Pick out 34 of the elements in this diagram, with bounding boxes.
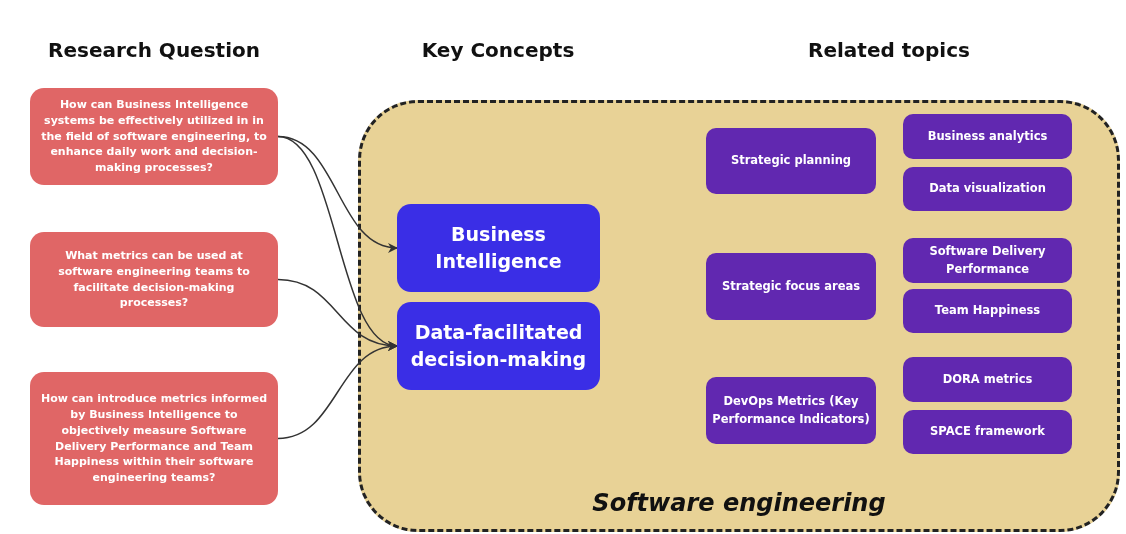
topic-box (903, 167, 1072, 211)
topic-box (903, 410, 1072, 454)
question-box (30, 232, 278, 327)
box-text: DORA metrics (942, 370, 1033, 388)
topic-box (706, 253, 876, 320)
topic-box (903, 238, 1072, 283)
box-text: Software Delivery Performance (928, 243, 1047, 278)
container-title: Software engineering (591, 489, 887, 517)
topic-box (903, 114, 1072, 159)
concept-box (397, 204, 600, 292)
column-heading: Related topics (808, 38, 970, 62)
arrow (277, 342, 398, 440)
box-text: Data-facilitated decision-making (409, 320, 588, 372)
box-text: Business analytics (927, 127, 1048, 145)
topic-box (903, 289, 1072, 333)
box-text: Team Happiness (934, 302, 1041, 320)
column-heading: Research Question (48, 38, 260, 62)
box-text: Strategic planning (730, 152, 852, 170)
box-text: What metrics can be used at software engineering teams to facilitate decision-making processes? (57, 247, 251, 312)
topic-box (706, 128, 876, 194)
concept-box (397, 302, 600, 390)
topic-box (706, 377, 876, 444)
question-box (30, 372, 278, 505)
box-text: DevOps Metrics (Key Performance Indicators) (712, 393, 870, 428)
topic-box (903, 357, 1072, 402)
box-text: Business Intelligence (434, 222, 563, 274)
box-text: Data visualization (929, 180, 1046, 198)
box-text: SPACE framework (930, 423, 1045, 441)
column-heading: Key Concepts (421, 38, 575, 62)
question-box (30, 88, 278, 185)
box-text: Strategic focus areas (721, 277, 861, 295)
domain-container (358, 100, 1120, 532)
box-text: How can Business Intelligence systems be effectively utilized in in the field of software engineering, to enhance daily work and decision-making processes? (40, 96, 268, 177)
box-text: How can introduce metrics informed by Business Intelligence to objectively measure Software Delivery Performance and Team Happiness within their software engineering teams? (39, 390, 269, 487)
